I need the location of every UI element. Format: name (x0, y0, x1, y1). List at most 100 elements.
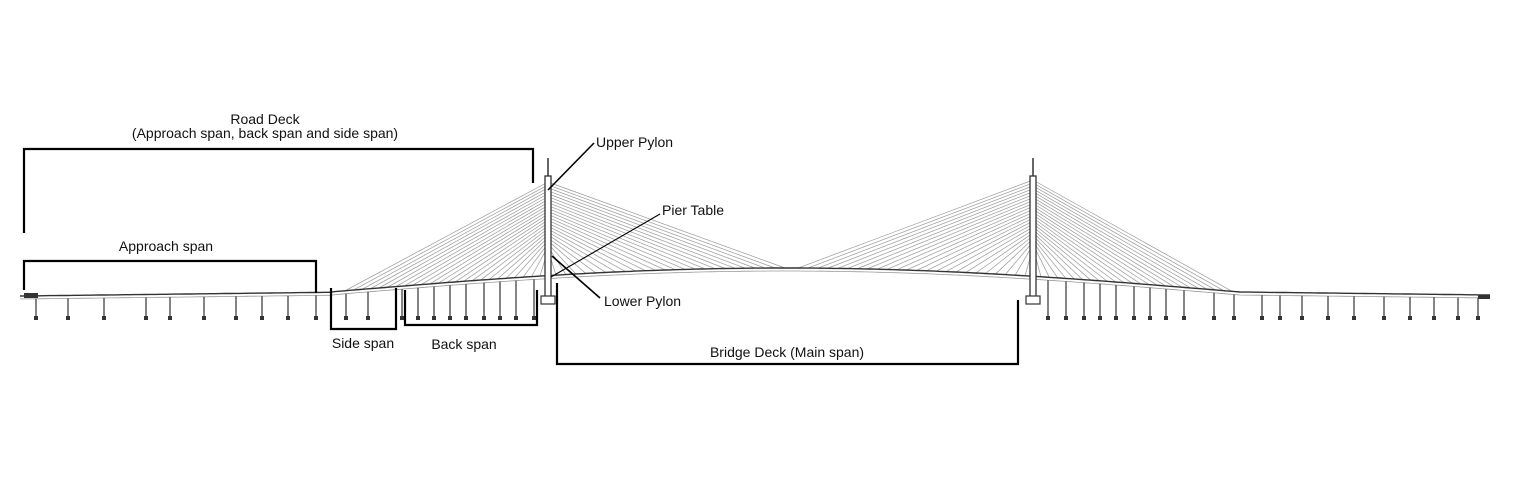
pier-foot (286, 316, 290, 320)
stay-cable (547, 199, 726, 269)
stay-cable (926, 217, 1034, 272)
bridge-deck-label: Bridge Deck (Main span) (709, 344, 865, 360)
pylons (540, 158, 1041, 305)
stay-cable (985, 235, 1034, 274)
stay-cable (378, 193, 549, 289)
bridge-deck-bracket (555, 283, 1020, 366)
left-abutment (24, 293, 38, 298)
stay-cable (514, 240, 549, 278)
side-span-label: Side span (331, 335, 395, 351)
stay-cable (1032, 211, 1141, 285)
stay-cable (955, 226, 1034, 273)
stay-cable (547, 193, 746, 269)
stay-cable (547, 243, 577, 275)
pier-foot (344, 316, 348, 320)
pier-foot (314, 316, 318, 320)
stay-cable (936, 220, 1034, 272)
pier-table-leader (550, 213, 661, 278)
stay-cable (480, 228, 549, 281)
pier-foot (400, 316, 404, 320)
pier-foot (202, 316, 206, 320)
back-span-bracket (403, 290, 539, 327)
pier-foot (168, 316, 172, 320)
stay-cable (497, 234, 549, 280)
back-span-label: Back span (431, 336, 497, 352)
stay-cable (488, 231, 549, 280)
stay-cable (1032, 238, 1067, 279)
stay-cable (547, 231, 616, 273)
pier-foot (432, 316, 436, 320)
right-abutment (1478, 295, 1490, 299)
stay-cable (827, 188, 1034, 269)
lower-pylon-label: Lower Pylon (604, 293, 682, 309)
stay-cable (547, 208, 696, 270)
stay-cable (817, 185, 1034, 269)
stay-cable (1032, 241, 1058, 279)
stay-cable (965, 229, 1034, 273)
road-deck-bracket (22, 147, 535, 233)
stay-cable (446, 216, 549, 283)
stay-cable (547, 222, 646, 272)
pier-foot (1148, 316, 1152, 320)
stay-cable (1032, 229, 1092, 281)
pier-table-label: Pier Table (662, 202, 725, 218)
pier-foot (448, 316, 452, 320)
pier-foot (234, 316, 238, 320)
stay-cable (421, 208, 549, 285)
stay-cable (1032, 235, 1075, 280)
approach-piers (34, 279, 1480, 320)
pier-foot (1456, 316, 1460, 320)
stay-cable (837, 191, 1034, 269)
pier-foot (1232, 316, 1236, 320)
pier-foot (366, 316, 370, 320)
pier-foot (34, 316, 38, 320)
stay-cable (387, 196, 549, 288)
stay-cable (1032, 223, 1108, 282)
stay-cable (547, 240, 587, 274)
upper-pylon-leader (547, 142, 595, 191)
stay-cable (404, 202, 549, 287)
stay-cable (847, 194, 1034, 269)
pier-foot (1164, 316, 1168, 320)
stay-cables (344, 179, 1233, 292)
pier-foot (532, 316, 536, 320)
pier-foot (1278, 316, 1282, 320)
stay-cable (547, 190, 756, 269)
right-pylon (1029, 175, 1037, 301)
pier-foot (498, 316, 502, 320)
stay-cable (1032, 214, 1133, 284)
pier-foot (1046, 316, 1050, 320)
stay-cable (1032, 205, 1158, 286)
pier-foot (260, 316, 264, 320)
pier-foot (66, 316, 70, 320)
lower-pylon-leader (551, 255, 601, 299)
deck-profile (19, 267, 1491, 297)
approach-span-label: Approach span (118, 238, 214, 254)
stay-cable (547, 237, 597, 274)
stay-cable (547, 234, 606, 273)
stay-cable (547, 184, 776, 269)
pier-foot (1132, 316, 1136, 320)
pier-foot (1114, 316, 1118, 320)
stay-cable (945, 223, 1034, 272)
pier-foot (1300, 316, 1304, 320)
pier-foot (482, 316, 486, 320)
stay-cable (547, 225, 636, 272)
stay-cable (807, 182, 1034, 269)
upper-pylon-label: Upper Pylon (596, 134, 674, 150)
annotation-brackets (22, 142, 1020, 366)
stay-cable (1032, 197, 1183, 288)
approach-span-bracket (22, 259, 318, 293)
pier-foot (464, 316, 468, 320)
stay-cable (866, 200, 1034, 270)
pier-foot (1082, 316, 1086, 320)
stay-cable (1032, 220, 1116, 283)
stay-cable (1004, 241, 1034, 275)
pier-foot (1260, 316, 1264, 320)
stay-cable (1032, 200, 1175, 287)
stay-cable (1032, 191, 1199, 289)
stay-cable (547, 219, 656, 271)
stay-cable (463, 222, 549, 282)
